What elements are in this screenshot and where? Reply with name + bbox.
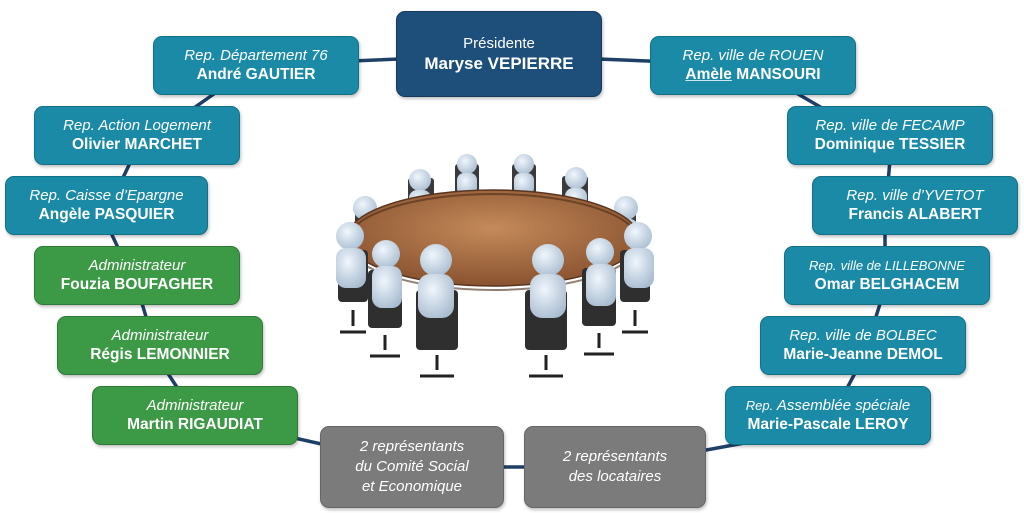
president-role: Présidente — [463, 34, 535, 52]
president-box: Présidente Maryse VEPIERRE — [396, 11, 602, 97]
member-role: Administrateur — [111, 326, 209, 344]
member-role-rest: Assemblée spéciale — [776, 396, 911, 414]
member-role: Administrateur — [88, 256, 186, 274]
member-rep-action-logement: Rep. Action Logement Olivier MARCHET — [34, 106, 240, 165]
member-name: Amèle MANSOURI — [685, 65, 820, 85]
representatives-line: du Comité Social — [355, 457, 469, 475]
member-name: Régis LEMONNIER — [90, 346, 230, 364]
member-role: Rep. ville de FECAMP — [815, 116, 965, 134]
meeting-table-illustration — [336, 154, 654, 378]
member-name-first: Amèle — [685, 66, 732, 84]
member-rep-ville-fecamp: Rep. ville de FECAMP Dominique TESSIER — [787, 106, 993, 165]
member-role: Administrateur — [146, 396, 244, 414]
member-role: Rep. Action Logement — [63, 116, 211, 134]
member-role: Rep. Assemblée spéciale — [746, 396, 911, 415]
representatives-line: 2 représentants — [359, 437, 465, 455]
member-name: Dominique TESSIER — [814, 136, 966, 154]
member-rep-departement-76: Rep. Département 76 André GAUTIER — [153, 36, 359, 95]
member-role-prefix: Rep. — [809, 257, 837, 273]
member-name: Omar BELGHACEM — [814, 276, 960, 294]
member-rep-caisse-epargne: Rep. Caisse d’Epargne Angèle PASQUIER — [5, 176, 208, 235]
chair-bases — [340, 310, 648, 378]
member-name: Martin RIGAUDIAT — [127, 416, 263, 434]
member-administrateur-boufagher: Administrateur Fouzia BOUFAGHER — [34, 246, 240, 305]
member-role: Rep. Caisse d’Epargne — [29, 186, 184, 204]
representatives-locataires-box: 2 représentants des locataires — [524, 426, 706, 508]
member-name: Olivier MARCHET — [71, 136, 203, 154]
representatives-line: et Economique — [361, 478, 463, 496]
member-name: Angèle PASQUIER — [38, 206, 175, 224]
front-figures — [336, 222, 654, 318]
member-name: Fouzia BOUFAGHER — [60, 276, 214, 294]
member-role: Rep. ville de LILLEBONNE — [809, 256, 965, 275]
president-name: Maryse VEPIERRE — [424, 53, 574, 73]
member-role: Rep. ville d’YVETOT — [846, 186, 984, 204]
representatives-line: des locataires — [568, 468, 662, 485]
member-role-rest: ville de LILLEBONNE — [840, 257, 965, 273]
member-role: Rep. ville de BOLBEC — [789, 326, 937, 344]
member-rep-ville-rouen: Rep. ville de ROUEN Amèle MANSOURI — [650, 36, 856, 95]
member-role: Rep. Département 76 — [184, 46, 328, 64]
member-name: Francis ALABERT — [848, 206, 982, 224]
member-name: Marie-Jeanne DEMOL — [783, 346, 943, 364]
member-role-prefix: Rep. — [745, 397, 774, 413]
member-name: André GAUTIER — [196, 66, 316, 84]
member-name: Marie-Pascale LEROY — [747, 416, 909, 434]
member-administrateur-rigaudiat: Administrateur Martin RIGAUDIAT — [92, 386, 298, 445]
member-administrateur-lemonnier: Administrateur Régis LEMONNIER — [57, 316, 263, 375]
member-rep-ville-yvetot: Rep. ville d’YVETOT Francis ALABERT — [812, 176, 1018, 235]
representatives-cse-box: 2 représentants du Comité Social et Econ… — [320, 426, 504, 508]
member-rep-ville-lillebonne: Rep. ville de LILLEBONNE Omar BELGHACEM — [784, 246, 990, 305]
member-rep-ville-bolbec: Rep. ville de BOLBEC Marie-Jeanne DEMOL — [760, 316, 966, 375]
member-rep-assemblee-speciale: Rep. Assemblée spéciale Marie-Pascale LE… — [725, 386, 931, 445]
member-name-last: MANSOURI — [736, 66, 821, 84]
member-role: Rep. ville de ROUEN — [682, 46, 824, 64]
representatives-line: 2 représentants — [562, 447, 668, 465]
